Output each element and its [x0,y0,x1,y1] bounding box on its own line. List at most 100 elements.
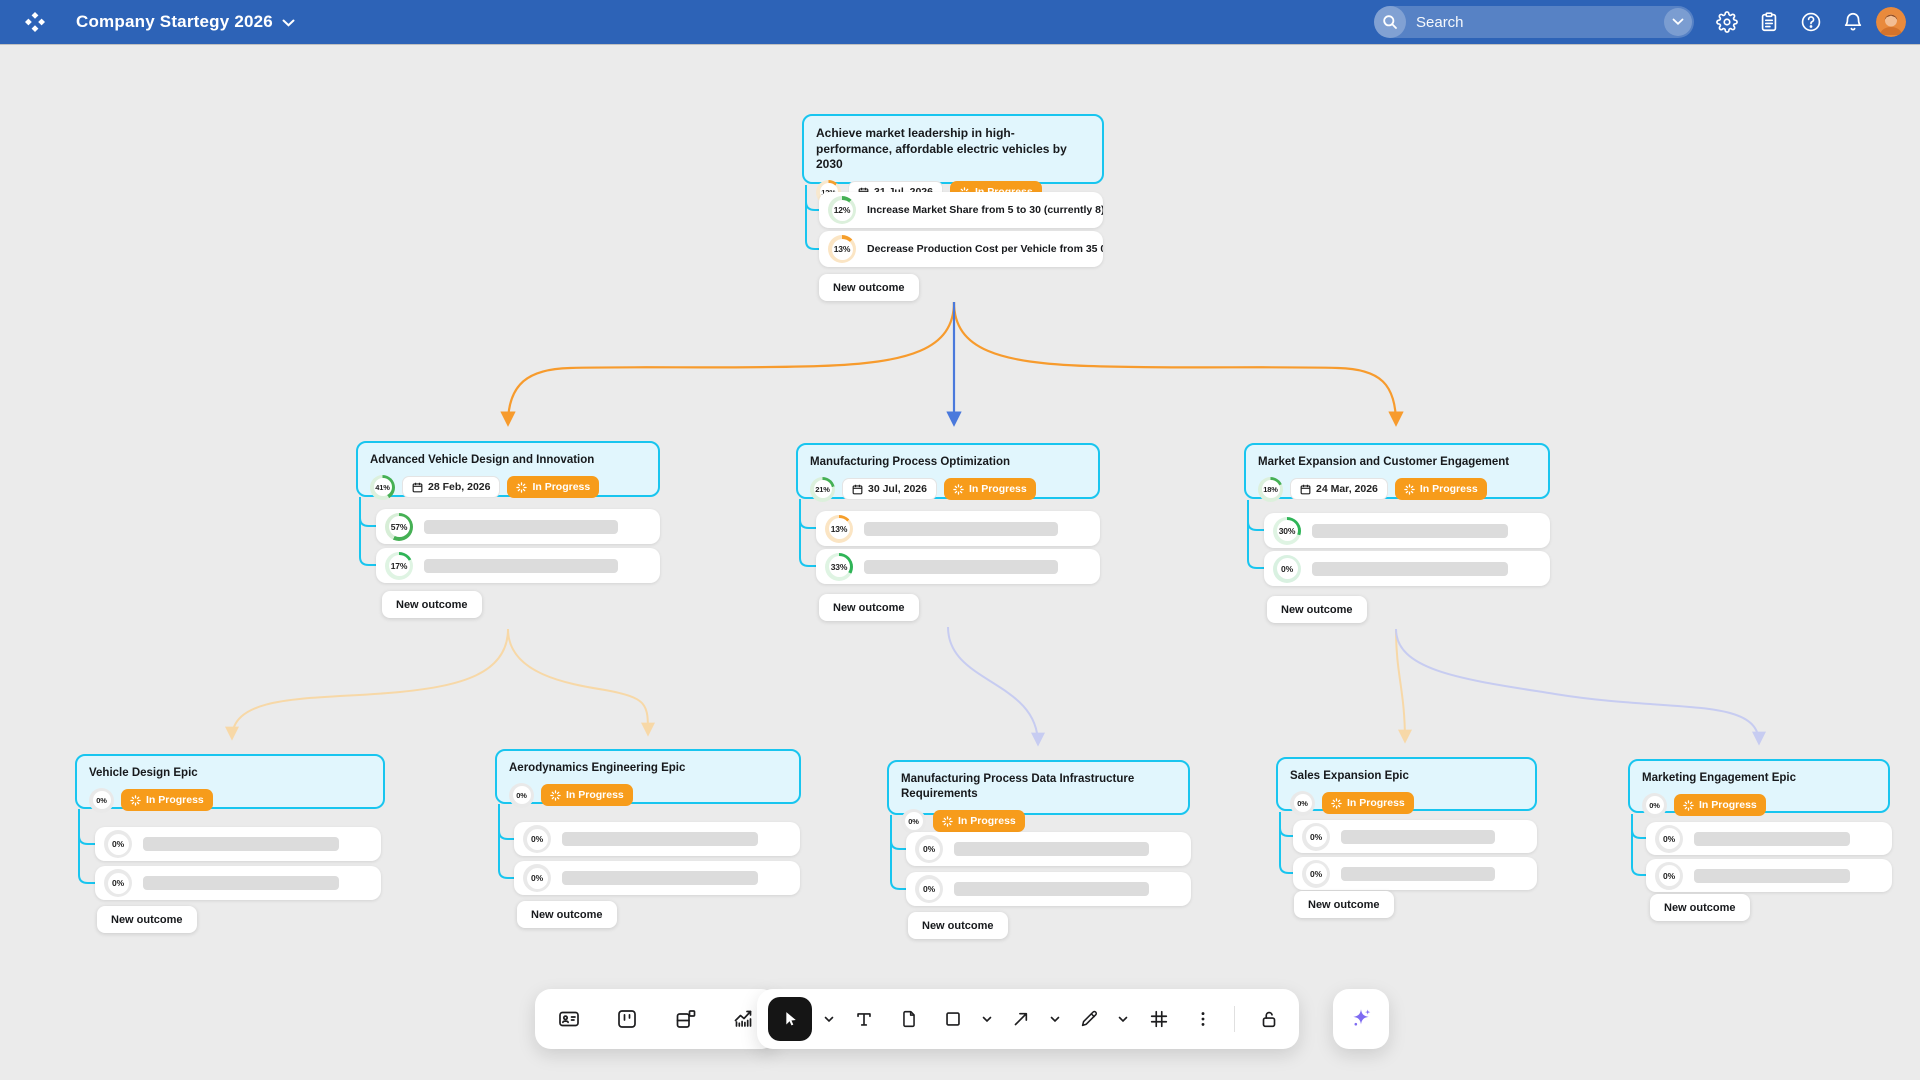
status-badge[interactable]: In Progress [943,478,1036,501]
progress-ring: 13% [825,514,853,543]
outcome-row[interactable]: 0% [95,827,381,861]
status-badge[interactable]: In Progress [507,476,600,499]
frame-grid-tool[interactable] [1140,997,1178,1041]
cursor-tool-chevron-icon[interactable] [821,997,837,1041]
outcome-row[interactable]: 0% [1646,822,1892,855]
outcome-row[interactable]: 0% [906,832,1191,866]
board-title[interactable]: Company Startegy 2026 [76,12,295,32]
select-cursor-tool[interactable] [768,997,812,1041]
outcome-row[interactable]: 12% Increase Market Share from 5 to 30 (… [819,192,1103,228]
search-input[interactable] [1406,13,1664,31]
status-badge[interactable]: In Progress [121,789,213,812]
progress-ring: 12% [828,196,856,224]
progress-value: 0% [904,812,923,831]
objective-card-design[interactable]: Advanced Vehicle Design and Innovation 4… [356,441,660,500]
outcome-row[interactable]: 13% Decrease Production Cost per Vehicle… [819,231,1103,267]
status-badge[interactable]: In Progress [933,810,1025,833]
skeleton-text [1341,866,1495,881]
outcome-row[interactable]: 0% [1293,857,1537,890]
progress-value: 18% [1261,480,1280,499]
ai-sparkle-icon[interactable] [1339,997,1383,1041]
progress-ring: 0% [1302,822,1330,851]
notifications-bell-icon[interactable] [1832,1,1874,43]
new-outcome-button[interactable]: New outcome [1294,891,1394,918]
new-outcome-button[interactable]: New outcome [517,901,617,928]
arrow-connector-tool[interactable] [1004,997,1038,1041]
new-outcome-button[interactable]: New outcome [819,274,919,301]
new-outcome-button[interactable]: New outcome [382,591,482,618]
outcome-row[interactable]: 0% [1646,859,1892,892]
due-date-chip[interactable]: 24 Mar, 2026 [1290,478,1388,501]
skeleton-text [1312,523,1508,538]
help-icon[interactable] [1790,1,1832,43]
more-tools-kebab-icon[interactable] [1187,997,1219,1041]
new-outcome-button[interactable]: New outcome [819,594,919,621]
notes-clipboard-icon[interactable] [1748,1,1790,43]
status-label: In Progress [566,789,624,802]
settings-gear-icon[interactable] [1706,1,1748,43]
new-outcome-button[interactable]: New outcome [1267,596,1367,623]
epic-card-sales-expansion[interactable]: Sales Expansion Epic 0% In Progress [1276,757,1537,816]
outcome-row[interactable]: 30% [1264,513,1550,548]
progress-value: 0% [918,838,940,860]
progress-value: 0% [1305,826,1327,847]
outcome-row[interactable]: 13% [816,511,1100,546]
epic-card-data-infrastructure[interactable]: Manufacturing Process Data Infrastructur… [887,760,1190,834]
connector-pale-purple-marketing [1395,628,1766,746]
blocks-layout-icon[interactable] [663,997,707,1041]
objective-card-root[interactable]: Achieve market leadership in high-perfor… [802,114,1104,205]
skeleton-text [562,871,758,885]
progress-value: 21% [813,480,832,499]
objective-card-market[interactable]: Market Expansion and Customer Engagement… [1244,443,1550,502]
skeleton-text [143,837,339,851]
new-outcome-button[interactable]: New outcome [97,906,197,933]
user-avatar[interactable] [1876,7,1906,37]
outcome-row[interactable]: 57% [376,509,660,544]
progress-value: 0% [526,867,548,889]
outcome-row[interactable]: 0% [1264,551,1550,586]
calendar-icon [1300,484,1311,495]
outcome-row[interactable]: 0% [514,822,800,856]
epic-card-vehicle-design[interactable]: Vehicle Design Epic 0% In Progress [75,754,385,813]
kanban-board-icon[interactable] [605,997,649,1041]
progress-value: 30% [1276,520,1298,541]
due-date-chip[interactable]: 30 Jul, 2026 [842,478,937,501]
outcome-row[interactable]: 0% [95,866,381,900]
pen-tool-chevron-icon[interactable] [1115,997,1131,1041]
shape-tool[interactable] [936,997,970,1041]
new-outcome-button[interactable]: New outcome [908,912,1008,939]
progress-ring: 0% [1642,792,1667,818]
page-tool[interactable] [891,997,927,1041]
epic-card-aerodynamics[interactable]: Aerodynamics Engineering Epic 0% In Prog… [495,749,801,808]
search-chevron-down-icon[interactable] [1664,8,1692,36]
analytics-chart-icon[interactable] [721,997,765,1041]
text-tool[interactable] [846,997,882,1041]
board-canvas[interactable]: Achieve market leadership in high-perfor… [0,44,1920,1080]
search-icon[interactable] [1374,6,1406,38]
search-bar[interactable] [1374,6,1694,38]
outcome-row[interactable]: 17% [376,548,660,583]
outcome-row[interactable]: 33% [816,549,1100,584]
progress-value: 0% [526,828,548,850]
app-logo-icon[interactable] [22,9,48,35]
status-badge[interactable]: In Progress [1322,792,1414,815]
outcome-row[interactable]: 0% [514,861,800,895]
due-date-chip[interactable]: 28 Feb, 2026 [402,476,501,499]
pen-tool[interactable] [1072,997,1106,1041]
arrow-tool-chevron-icon[interactable] [1047,997,1063,1041]
id-card-view-icon[interactable] [547,997,591,1041]
objective-card-manufacturing[interactable]: Manufacturing Process Optimization 21% 3… [796,443,1100,502]
epic-card-marketing-engagement[interactable]: Marketing Engagement Epic 0% In Progress [1628,759,1890,818]
status-badge[interactable]: In Progress [541,784,633,807]
ai-assistant-palette [1333,989,1389,1049]
outcome-row[interactable]: 0% [906,872,1191,906]
outcome-row[interactable]: 0% [1293,820,1537,853]
status-badge[interactable]: In Progress [1674,794,1766,817]
progress-ring: 0% [104,830,132,858]
shape-tool-chevron-icon[interactable] [979,997,995,1041]
in-progress-spark-icon [953,484,964,495]
card-title: Vehicle Design Epic [89,767,198,779]
unlock-icon[interactable] [1250,997,1288,1041]
status-badge[interactable]: In Progress [1394,478,1487,501]
new-outcome-button[interactable]: New outcome [1650,894,1750,921]
